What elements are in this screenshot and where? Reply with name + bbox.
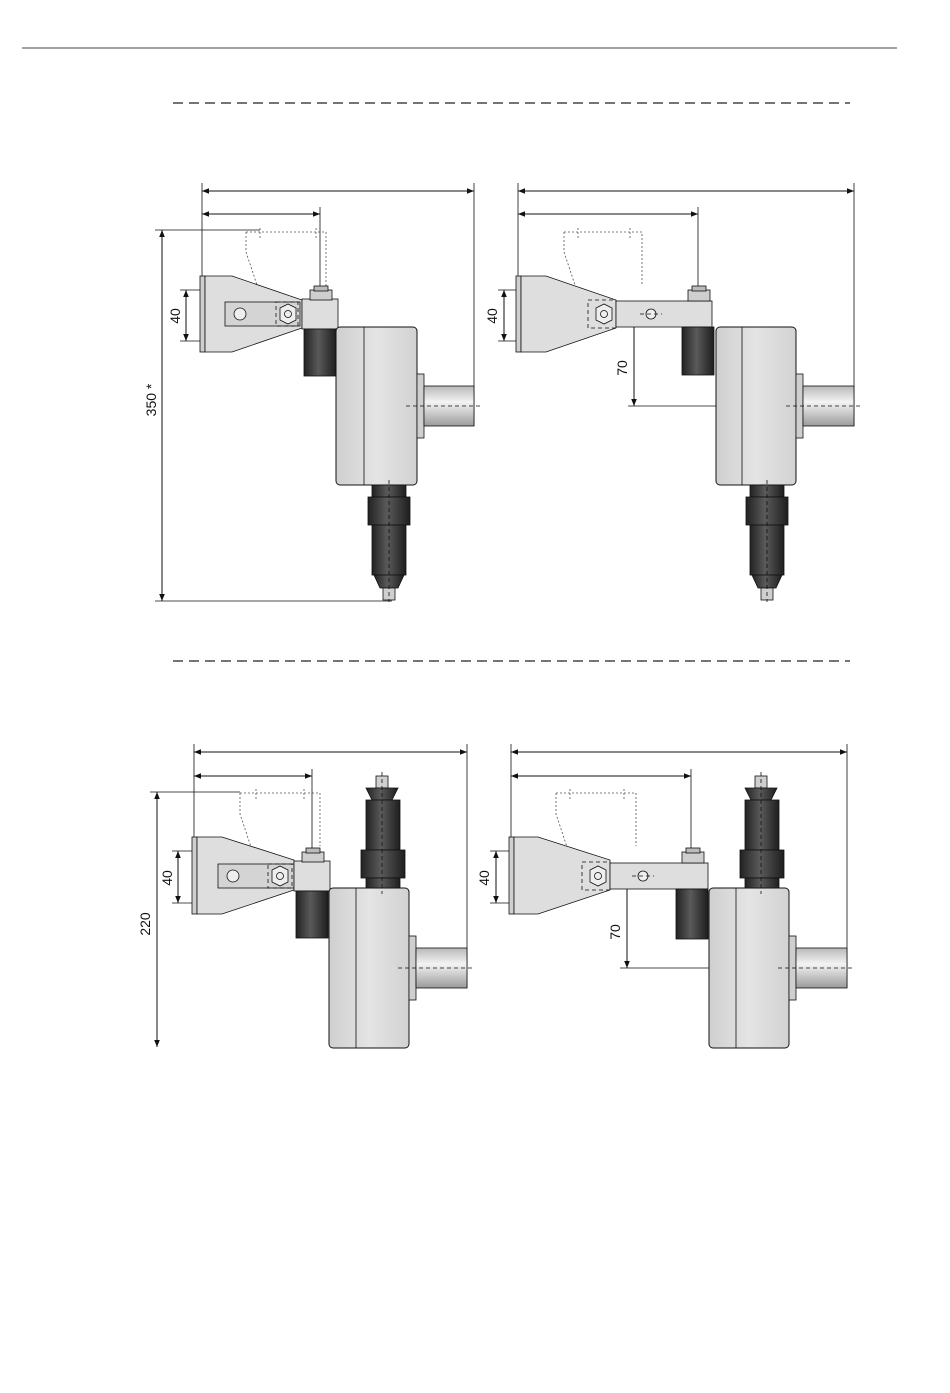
lever-arm — [610, 863, 708, 889]
label-height: 40 — [167, 308, 183, 324]
hex-nut — [272, 866, 288, 886]
roller — [682, 327, 714, 375]
lever-arm — [302, 299, 338, 329]
switch-body — [709, 888, 789, 1048]
switch-body — [329, 888, 409, 1048]
cable-gland — [366, 800, 400, 850]
cable-gland — [745, 800, 779, 850]
hex-nut — [596, 304, 612, 324]
label-total-height: 350 * — [143, 383, 159, 416]
drawing-bottom-right: 40 70 — [476, 744, 852, 1048]
label-total-height: 220 — [137, 912, 153, 936]
label-offset: 70 — [614, 360, 630, 376]
roller — [676, 889, 708, 939]
switch-body — [716, 327, 796, 485]
roller — [304, 329, 336, 376]
hex-nut — [280, 304, 296, 324]
label-offset: 70 — [607, 924, 623, 940]
mounting-hole — [227, 870, 239, 882]
switch-body — [336, 327, 417, 485]
drawing-top-right: 40 70 — [484, 183, 860, 602]
label-height: 40 — [476, 870, 492, 886]
lever-arm — [294, 861, 330, 891]
lever-arm — [616, 301, 712, 327]
roller — [296, 891, 328, 938]
label-height: 40 — [484, 308, 500, 324]
mounting-hole — [234, 308, 246, 320]
drawing-bottom-left: 40 220 — [137, 744, 472, 1048]
label-height: 40 — [159, 870, 175, 886]
hex-nut — [590, 866, 606, 886]
drawing-top-left: 40 350 * — [143, 183, 480, 602]
